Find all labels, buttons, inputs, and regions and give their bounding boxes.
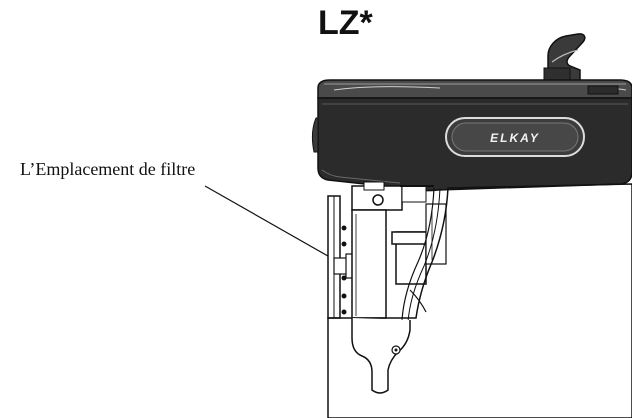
cabinet	[327, 183, 632, 418]
wall-frame	[327, 195, 355, 319]
elkay-logo-badge: ELKAY	[445, 117, 585, 157]
bowl-top	[317, 79, 632, 99]
model-title: LZ*	[318, 4, 373, 42]
filter-location-label: L’Emplacement de filtre	[20, 159, 196, 179]
filter-housing	[351, 209, 387, 319]
bubbler-spout	[543, 33, 586, 83]
drain-trap	[351, 318, 411, 394]
mounting-bracket	[351, 181, 434, 211]
elkay-logo-text: ELKAY	[490, 131, 540, 145]
internal-components	[391, 203, 447, 313]
